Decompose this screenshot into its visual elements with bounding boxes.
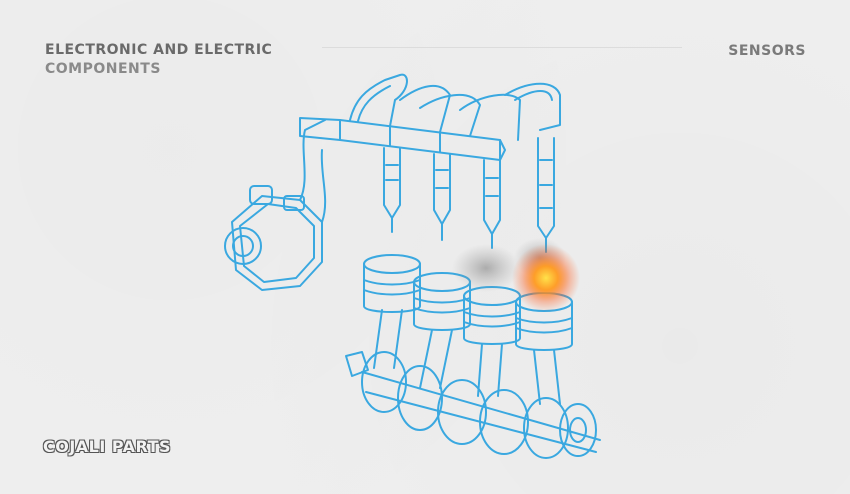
- fuel-pump: [224, 119, 327, 291]
- category-subtitle: COMPONENTS: [45, 61, 161, 77]
- header-divider: [322, 47, 682, 48]
- injector-3: [483, 159, 501, 249]
- injector-2: [433, 153, 451, 241]
- connecting-rods: [373, 309, 561, 405]
- smoke-effect: [452, 244, 520, 292]
- category-title: ELECTRONIC AND ELECTRIC: [45, 42, 273, 58]
- crankshaft: [345, 351, 601, 459]
- piston-1: [363, 254, 421, 313]
- injector-1: [383, 147, 401, 233]
- injector-4: [537, 137, 555, 253]
- piston-3: [463, 286, 521, 345]
- fuel-lines: [349, 73, 561, 141]
- ignition-glow: [512, 244, 580, 312]
- section-tag: SENSORS: [728, 43, 806, 59]
- brand-logo: COJALI PARTS: [43, 437, 172, 456]
